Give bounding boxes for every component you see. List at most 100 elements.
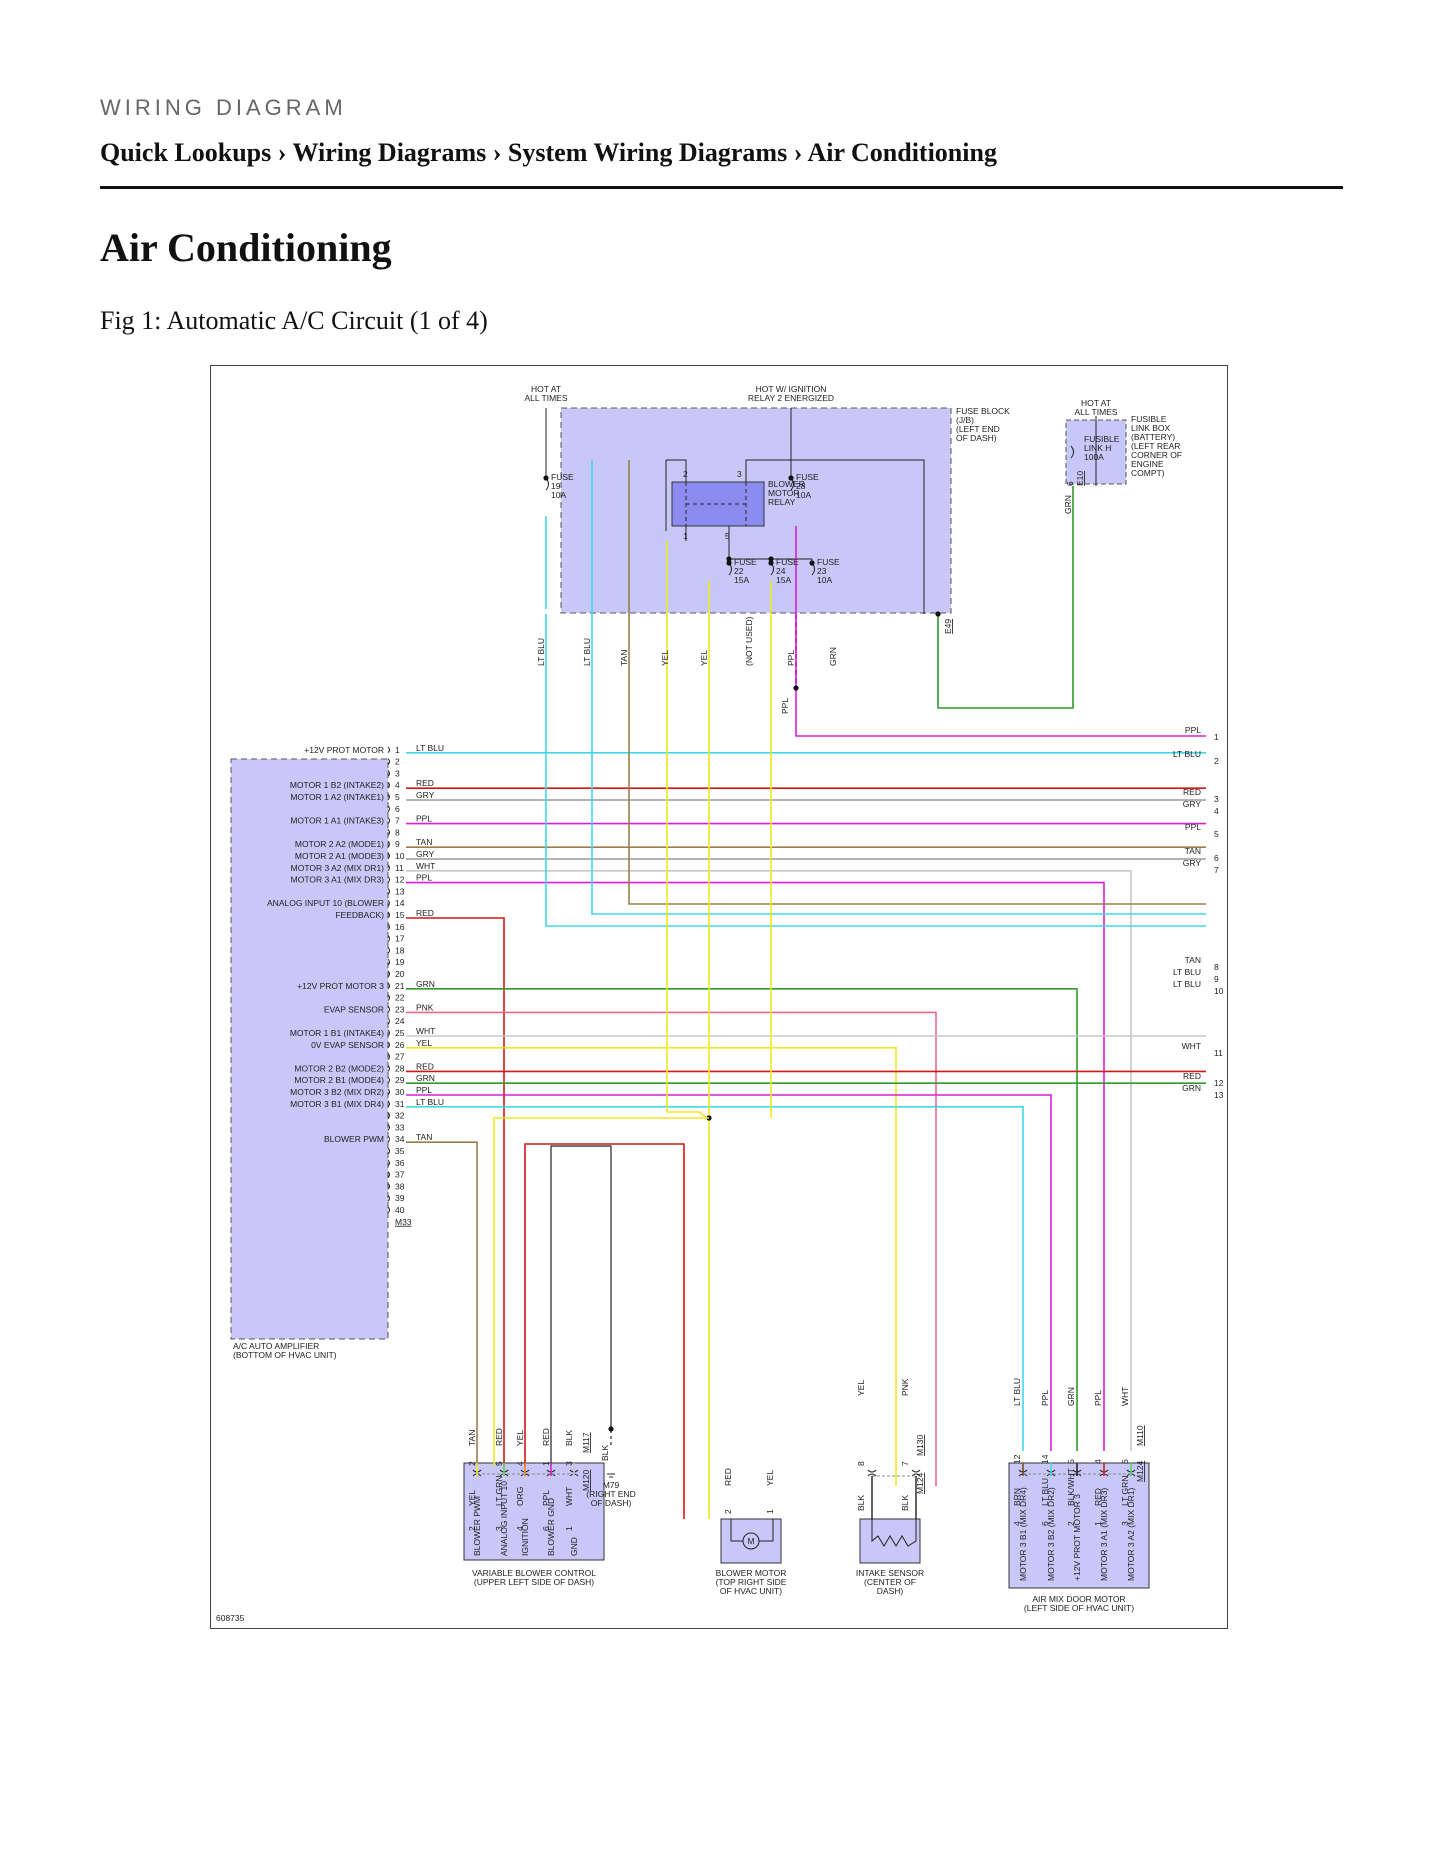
relay-pin: 3 — [737, 469, 742, 479]
wire-lt-blu — [406, 1106, 1024, 1451]
continuation-label: LT BLU — [1173, 979, 1201, 989]
connector-cavity — [387, 888, 390, 895]
wire-label: RED — [494, 1428, 504, 1446]
connector-cavity — [387, 899, 390, 907]
wire-label: WHT — [564, 1487, 574, 1506]
connector-cavity — [387, 1053, 390, 1060]
connector-pin: 6 — [1120, 1459, 1130, 1464]
fuse-output-label: LT BLU — [536, 638, 546, 666]
wire-yel — [493, 1117, 709, 1466]
breadcrumb-item-wiring-diagrams[interactable]: Wiring Diagrams — [292, 138, 487, 167]
wire-label: PPL — [416, 814, 432, 824]
connector-pin: 2 — [1066, 1521, 1076, 1526]
blower-motor-name: (TOP RIGHT SIDE — [716, 1577, 787, 1587]
connector-m120: M120 — [581, 1469, 591, 1491]
fuse-label: FUSE — [734, 557, 757, 567]
continuation-label: LT BLU — [1173, 749, 1201, 759]
connector-cavity — [387, 829, 390, 836]
ground-label: M79 — [603, 1480, 620, 1490]
blower-control-pin-label: IGNITION — [520, 1518, 530, 1556]
connector-cavity — [387, 1194, 390, 1202]
continuation-number: 7 — [1214, 865, 1219, 875]
amplifier-pin-number: 20 — [395, 969, 405, 979]
wire-label: BLK — [856, 1495, 866, 1511]
fuse-block-label: FUSE BLOCK — [956, 406, 1010, 416]
amplifier-pin-label: MOTOR 3 A2 (MIX DR1) — [291, 863, 385, 873]
wire-label: BLK — [900, 1495, 910, 1511]
wire-label: BRN — [1012, 1488, 1022, 1506]
fuse-symbol — [1070, 445, 1074, 459]
blower-motor-name: BLOWER MOTOR — [716, 1568, 787, 1578]
wire-label: YEL — [856, 1380, 866, 1396]
amplifier-pin-label: BLOWER PWM — [324, 1134, 384, 1144]
relay-pin: 5 — [725, 531, 730, 541]
breadcrumb-item-quick-lookups[interactable]: Quick Lookups — [100, 138, 272, 167]
breadcrumb-item-system-wiring-diagrams[interactable]: System Wiring Diagrams — [507, 138, 788, 167]
continuation-number: 10 — [1214, 986, 1224, 996]
fuse-label: 10A — [551, 490, 566, 500]
wire-label: PPL — [541, 1490, 551, 1506]
fusible-link-box-label: CORNER OF — [1131, 450, 1182, 460]
splice-dot — [793, 685, 799, 691]
amplifier-pin-number: 22 — [395, 993, 405, 1003]
connector-cavity — [387, 1065, 390, 1072]
wire-label: BLK — [600, 1445, 610, 1461]
amplifier-pin-number: 21 — [395, 981, 405, 991]
wire-label: YEL — [467, 1490, 477, 1506]
amplifier-pin-label: MOTOR 1 A2 (INTAKE1) — [290, 792, 384, 802]
air-mix-pin-label: MOTOR 3 A1 (MIX DR3) — [1099, 1487, 1109, 1581]
thermistor-symbol — [871, 1519, 917, 1547]
amplifier-pin-number: 31 — [395, 1099, 405, 1109]
amplifier-pin-label: MOTOR 1 A1 (INTAKE3) — [290, 816, 384, 826]
fuse-output-label: YEL — [699, 650, 709, 666]
wire-blk — [871, 1476, 917, 1519]
connector-pin: 1 — [1093, 1521, 1103, 1526]
hot-at-all-times-label: HOT AT — [531, 384, 561, 394]
amplifier-pin-number: 6 — [395, 804, 400, 814]
connector-pin: 12 — [1012, 1454, 1022, 1464]
amplifier-pin-number: 40 — [395, 1205, 405, 1215]
continuation-number: 11 — [1214, 1048, 1223, 1058]
continuation-label: GRN — [1182, 1083, 1201, 1093]
fuse-label: 22 — [734, 566, 744, 576]
fusible-link-box-label: FUSIBLE — [1131, 414, 1167, 424]
air-mix-pin-label: MOTOR 3 A2 (MIX DR1) — [1126, 1487, 1136, 1581]
wire-label: WHT — [1120, 1387, 1130, 1406]
breadcrumb-separator: › — [492, 138, 502, 167]
connector-cavity — [387, 840, 390, 848]
connector-cavity — [387, 947, 390, 954]
continuation-label: TAN — [1185, 846, 1201, 856]
connector-cavity — [387, 1183, 390, 1190]
blower-control-pin-label: GND — [569, 1537, 579, 1556]
header-divider — [100, 186, 1343, 189]
connector-pin: 4 — [515, 1461, 525, 1466]
air-mix-door-motor-name: AIR MIX DOOR MOTOR — [1032, 1594, 1125, 1604]
wire-label: YEL — [515, 1430, 525, 1446]
continuation-label: RED — [1183, 787, 1201, 797]
amplifier-pin-number: 2 — [395, 757, 400, 767]
amplifier-pin-number: 18 — [395, 945, 405, 955]
relay-pin: 1 — [683, 531, 688, 541]
fuse-label: 10A — [817, 575, 832, 585]
connector-cavity — [387, 923, 390, 931]
amplifier-pin-number: 11 — [395, 863, 404, 873]
continuation-number: 6 — [1214, 853, 1219, 863]
wire-label: RED — [416, 778, 434, 788]
connector-pin: 1 — [541, 1461, 551, 1466]
intake-sensor-name: (CENTER OF — [864, 1577, 916, 1587]
amplifier-pin-number: 19 — [395, 957, 405, 967]
connector-e49: E49 — [943, 619, 953, 634]
amplifier-pin-label: MOTOR 3 A1 (MIX DR3) — [291, 875, 385, 885]
wire-label: GRN — [416, 979, 435, 989]
continuation-number: 4 — [1214, 806, 1219, 816]
relay-feed — [665, 459, 687, 531]
connector-cavity — [387, 746, 390, 754]
wire-tan — [628, 460, 1206, 905]
connector-m124: M124 — [1135, 1460, 1145, 1482]
breadcrumb-item-air-conditioning[interactable]: Air Conditioning — [807, 138, 997, 167]
figure-id: 608735 — [216, 1613, 245, 1623]
connector-pin: 1 — [765, 1509, 775, 1514]
continuation-number: 3 — [1214, 794, 1219, 804]
connector-cavity — [387, 1017, 390, 1025]
wire-label: RED — [541, 1428, 551, 1446]
